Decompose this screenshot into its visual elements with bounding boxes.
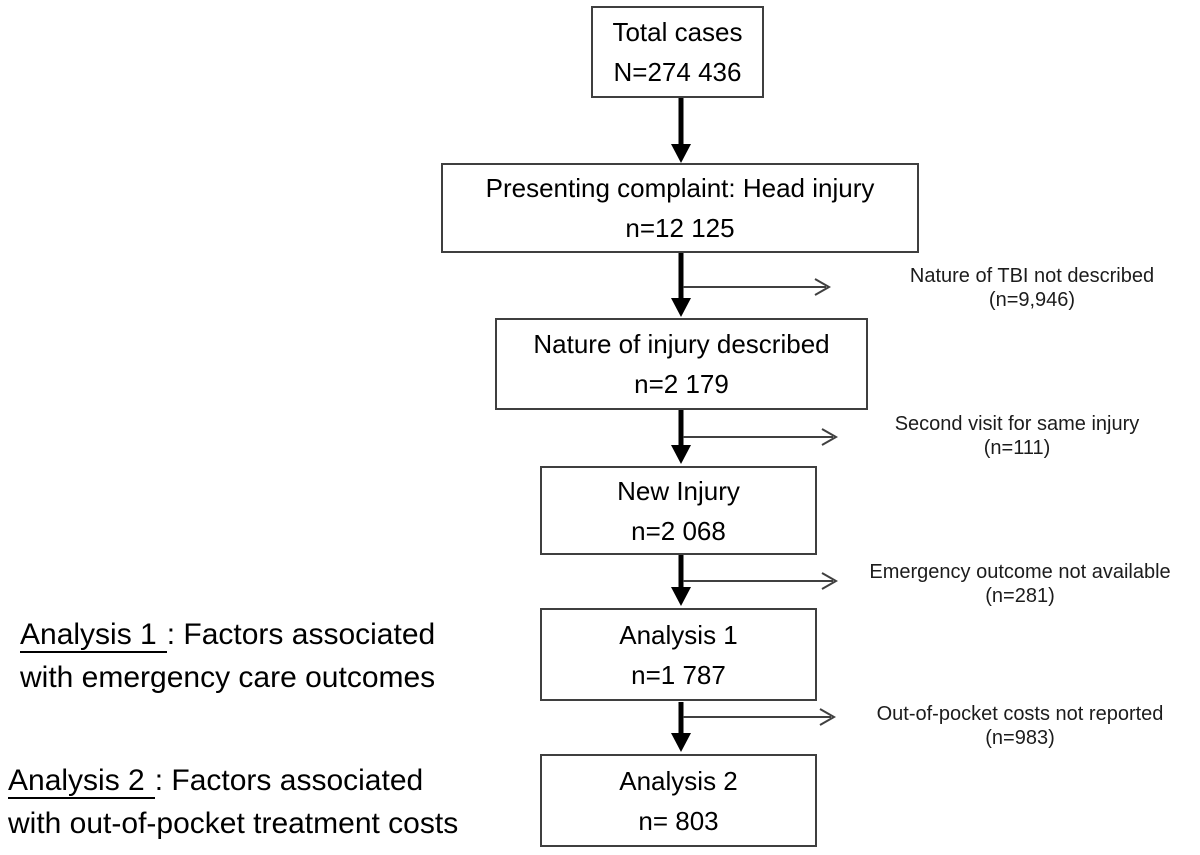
box-label: Presenting complaint: Head injury bbox=[485, 173, 875, 203]
exclusion-label: Second visit for same injury bbox=[894, 413, 1140, 435]
exclusion-label: Nature of TBI not described bbox=[909, 265, 1155, 287]
exclusion-label: Out-of-pocket costs not reported bbox=[876, 703, 1164, 725]
exclusion-count: (n=111) bbox=[983, 437, 1051, 459]
flow-box-analysis-2: Analysis 2 n= 803 bbox=[540, 754, 817, 847]
flow-box-presenting-complaint: Presenting complaint: Head injury n=12 1… bbox=[441, 163, 919, 253]
box-count: N=274 436 bbox=[613, 57, 742, 87]
down-arrow-3 bbox=[671, 410, 691, 464]
down-arrow-1 bbox=[671, 98, 691, 163]
box-label: New Injury bbox=[617, 475, 740, 506]
flow-box-nature-described: Nature of injury described n=2 179 bbox=[495, 318, 868, 410]
exclusion-count: (n=9,946) bbox=[988, 289, 1076, 311]
annotation-text-line2: with emergency care outcomes bbox=[20, 661, 436, 694]
down-arrow-2 bbox=[671, 253, 691, 317]
branch-right-arrow-1 bbox=[683, 278, 832, 296]
annotation-text-line2: with out-of-pocket treatment costs bbox=[8, 807, 459, 840]
box-label: Analysis 1 bbox=[619, 619, 738, 650]
box-count: n=12 125 bbox=[625, 213, 735, 243]
exclusion-note-costs-not-reported: Out-of-pocket costs not reported (n=983) bbox=[850, 702, 1190, 750]
exclusion-count: (n=983) bbox=[985, 727, 1055, 749]
box-count: n=1 787 bbox=[631, 659, 726, 690]
exclusion-count: (n=281) bbox=[985, 585, 1055, 607]
branch-right-arrow-2 bbox=[683, 428, 839, 446]
down-arrow-5 bbox=[671, 702, 691, 752]
flow-box-analysis-1: Analysis 1 n=1 787 bbox=[540, 608, 817, 701]
box-count: n= 803 bbox=[638, 805, 719, 836]
branch-right-arrow-4 bbox=[683, 708, 837, 726]
down-arrow-4 bbox=[671, 555, 691, 606]
annotation-text: : Factors associated bbox=[154, 764, 424, 797]
exclusion-note-tbi-not-described: Nature of TBI not described (n=9,946) bbox=[862, 264, 1200, 312]
exclusion-label: Emergency outcome not available bbox=[869, 561, 1171, 583]
annotation-analysis-2: Analysis 2: Factors associated with out-… bbox=[8, 759, 458, 845]
box-label: Total cases bbox=[612, 17, 743, 47]
annotation-text: : Factors associated bbox=[166, 618, 436, 651]
annotation-analysis-1: Analysis 1: Factors associated with emer… bbox=[20, 613, 435, 699]
exclusion-note-second-visit: Second visit for same injury (n=111) bbox=[847, 412, 1187, 460]
box-label: Analysis 2 bbox=[619, 765, 738, 796]
branch-right-arrow-3 bbox=[683, 572, 839, 590]
annotation-underlined: Analysis 1 bbox=[20, 618, 167, 653]
annotation-underlined: Analysis 2 bbox=[8, 764, 155, 799]
flow-box-new-injury: New Injury n=2 068 bbox=[540, 466, 817, 555]
flow-box-total-cases: Total cases N=274 436 bbox=[591, 6, 764, 98]
box-label: Nature of injury described bbox=[533, 329, 830, 359]
exclusion-note-outcome-unavailable: Emergency outcome not available (n=281) bbox=[850, 560, 1190, 608]
box-count: n=2 068 bbox=[631, 515, 726, 546]
box-count: n=2 179 bbox=[634, 369, 729, 399]
